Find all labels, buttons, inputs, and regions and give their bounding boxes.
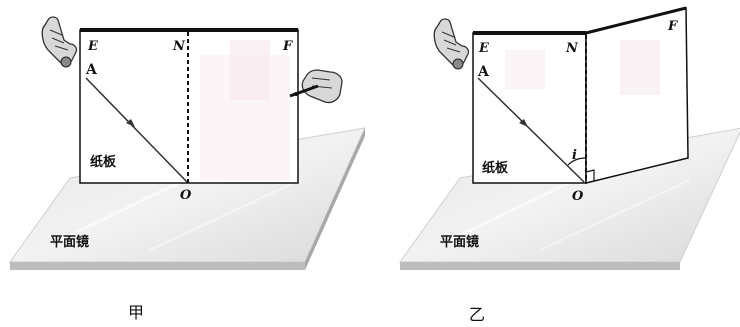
- figure-a: 平面镜 E N F A: [9, 16, 366, 322]
- label-A: A: [477, 64, 490, 80]
- label-E: E: [87, 39, 99, 54]
- label-N: N: [565, 41, 579, 56]
- paper-board-left: [472, 31, 587, 184]
- label-N: N: [172, 39, 186, 54]
- left-hand-icon: [41, 16, 78, 68]
- incident-ray: [85, 77, 188, 183]
- caption-a: 甲: [128, 303, 144, 322]
- label-A: A: [85, 62, 98, 78]
- angle-i-arc: [567, 157, 587, 166]
- board-label: 纸板: [482, 160, 509, 176]
- right-angle-mark: [585, 169, 595, 181]
- label-F: F: [667, 19, 678, 34]
- caption-b: 乙: [469, 305, 485, 324]
- left-hand-icon: [433, 18, 470, 70]
- label-E: E: [478, 41, 490, 56]
- label-i: i: [572, 148, 577, 163]
- label-O: O: [180, 188, 192, 203]
- board-label: 纸板: [90, 154, 117, 170]
- figure-b: 平面镜 E N: [399, 6, 740, 324]
- mirror-label: 平面镜: [50, 234, 89, 250]
- paper-board-right-folded: [585, 6, 689, 184]
- label-F: F: [282, 39, 293, 54]
- label-O: O: [572, 189, 584, 204]
- incident-ray: [477, 77, 585, 183]
- right-hand-pen-icon: [289, 69, 343, 104]
- mirror-label: 平面镜: [440, 234, 479, 250]
